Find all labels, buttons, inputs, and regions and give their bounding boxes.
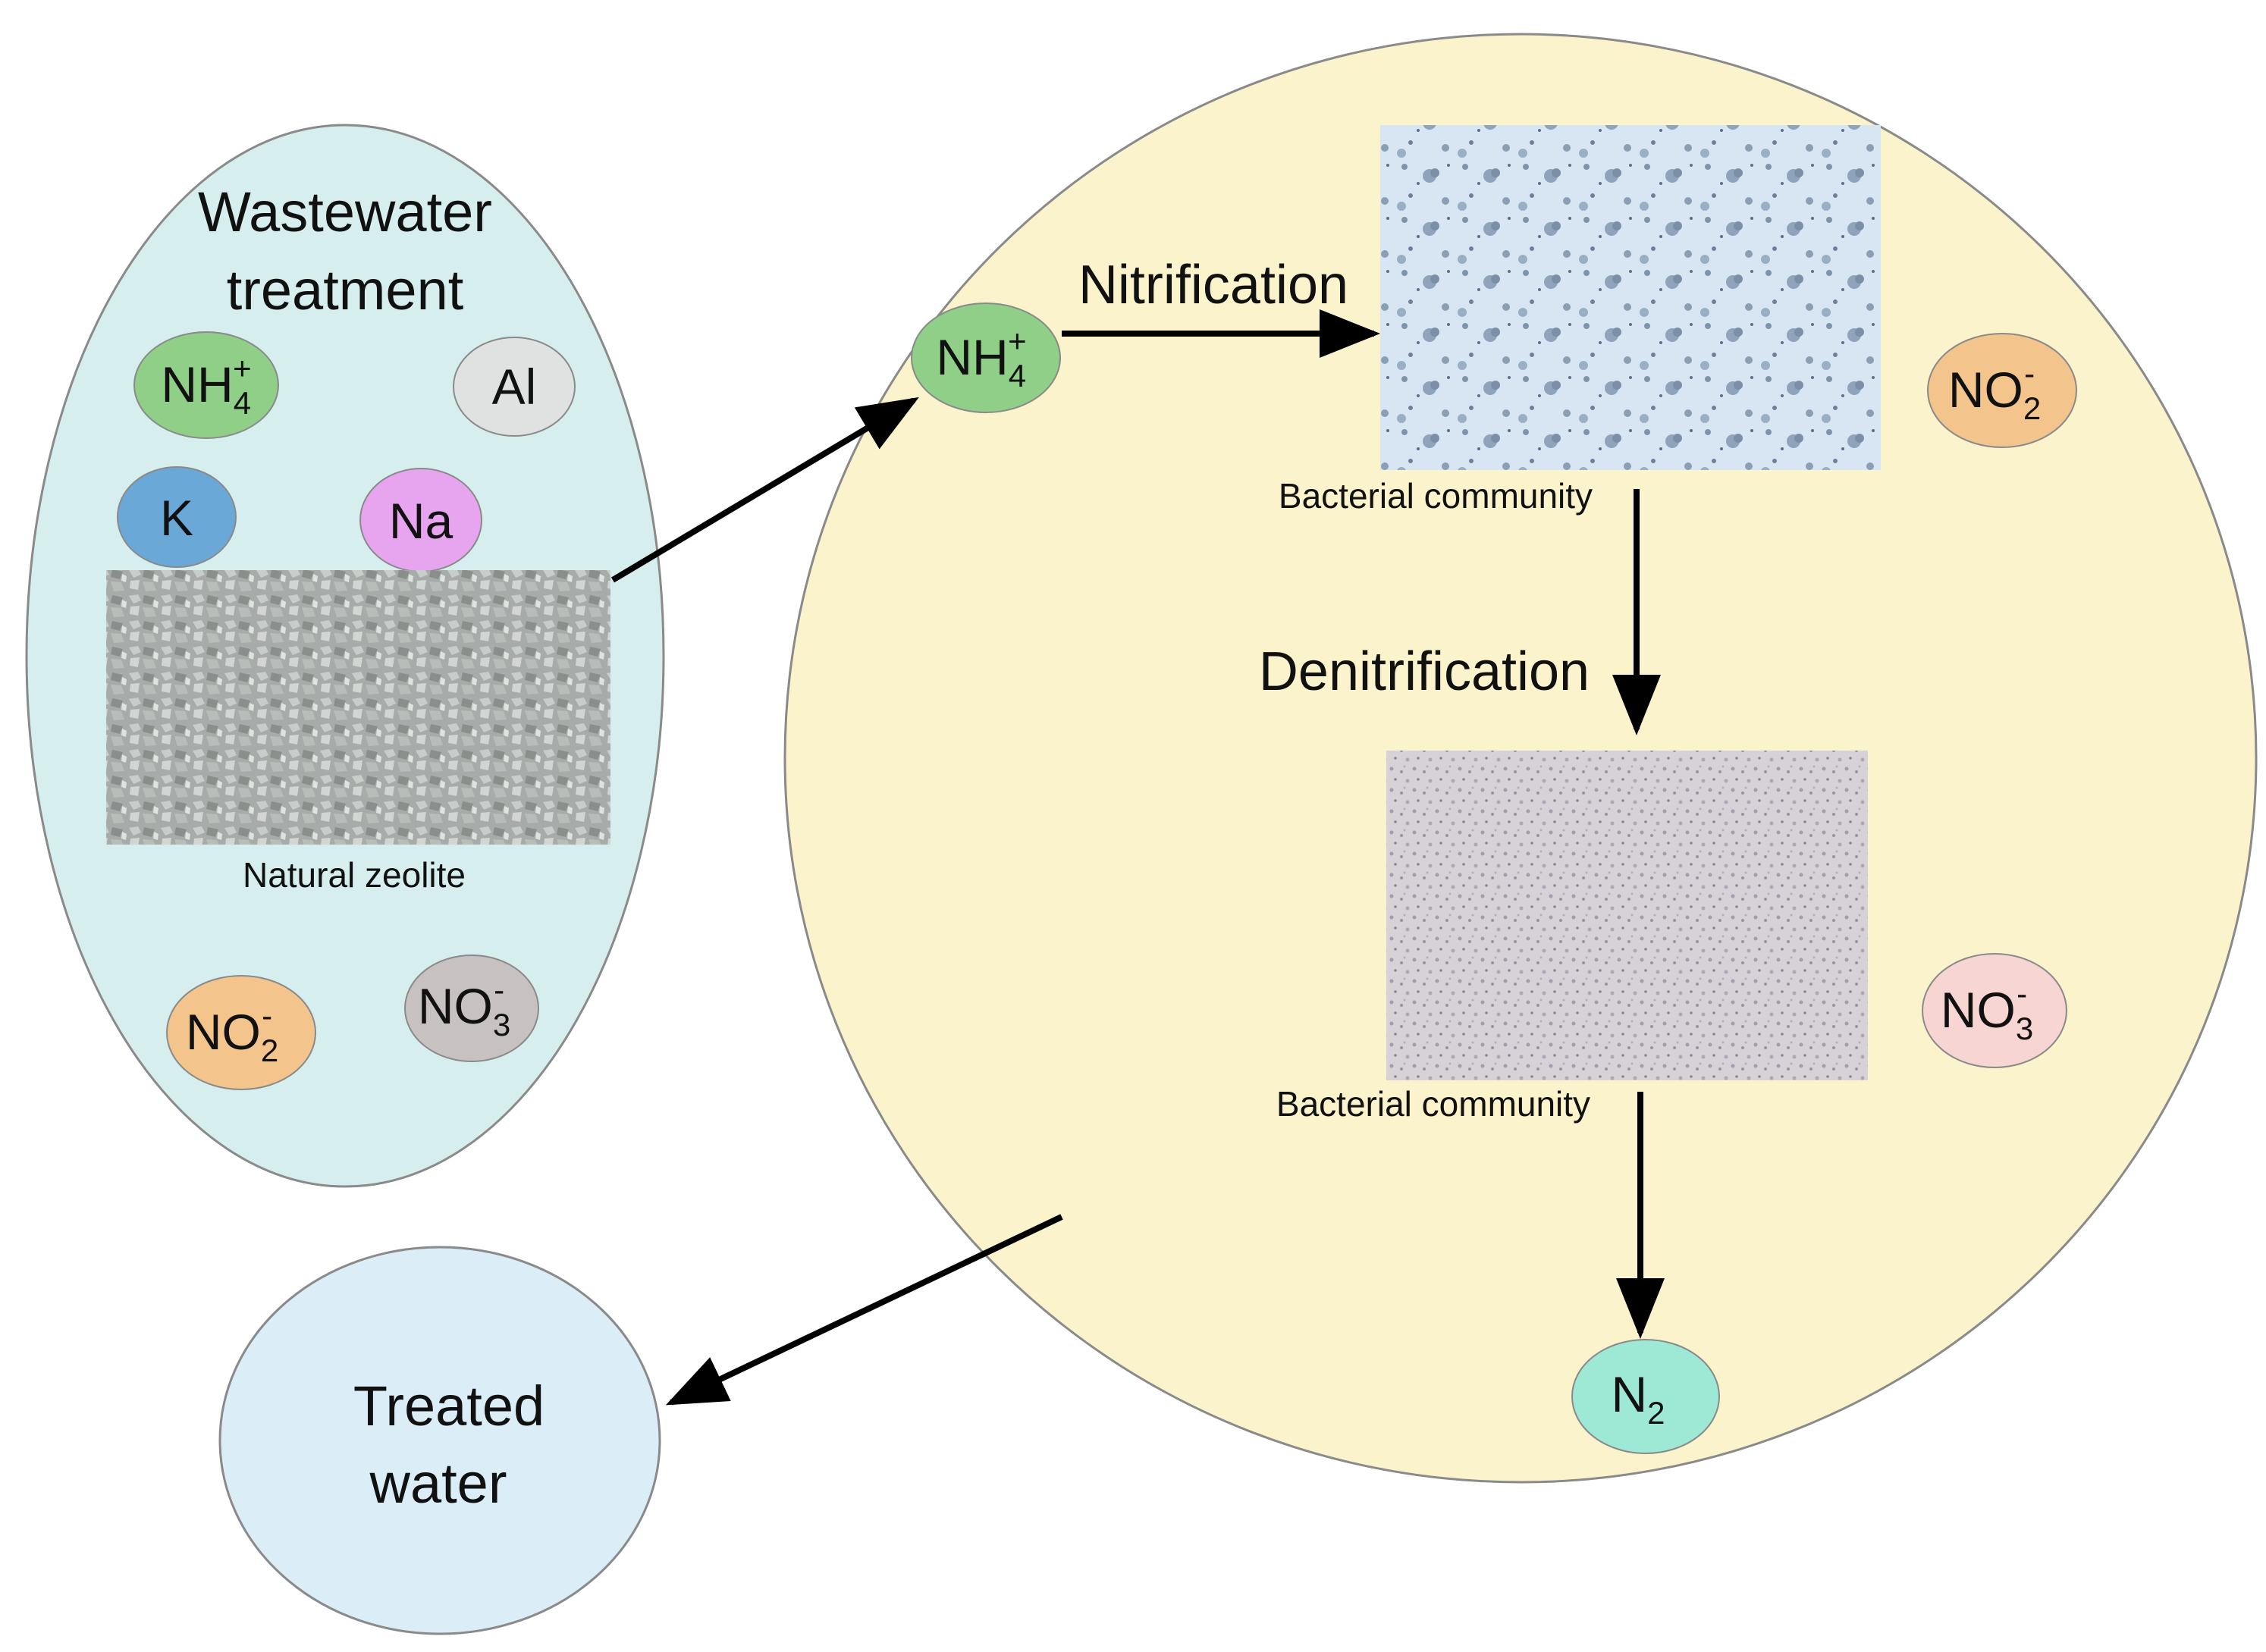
wastewater-no2-ion: NO2- (166, 975, 316, 1090)
natural-zeolite-caption: Natural zeolite (243, 855, 466, 895)
svg-text:NO2-: NO2- (186, 998, 278, 1068)
svg-text:Na: Na (389, 493, 454, 549)
wastewater-k-ion: K (117, 466, 237, 568)
wastewater-title-line1: Wastewater (198, 180, 492, 243)
natural-zeolite-image (106, 570, 610, 845)
svg-text:N2: N2 (1611, 1366, 1665, 1431)
bacterial-community-caption-1: Bacterial community (1279, 476, 1593, 516)
wastewater-na-ion: Na (359, 468, 482, 572)
svg-text:K: K (160, 490, 193, 546)
wastewater-title-line2: treatment (227, 259, 464, 321)
reactor-nh4-ion: NH4+ (911, 303, 1061, 413)
reactor-n2-gas: N2 (1571, 1339, 1720, 1454)
reactor-no2-ion: NO2- (1927, 333, 2077, 448)
svg-text:NO3-: NO3- (418, 972, 510, 1042)
denitrification-label: Denitrification (1259, 641, 1590, 702)
treated-water-line2: water (369, 1452, 507, 1515)
svg-text:NO2-: NO2- (1948, 356, 2041, 426)
svg-text:Al: Al (492, 359, 537, 415)
bacterial-community-image-2 (1386, 751, 1868, 1080)
treated-water-line1: Treated (353, 1375, 545, 1437)
treated-water-circle (218, 1246, 661, 1635)
nitrification-label: Nitrification (1078, 255, 1348, 315)
arrow-zeolite-to-nh4 (610, 397, 919, 583)
reactor-no3-ion: NO3- (1922, 953, 2067, 1068)
svg-text:NO3-: NO3- (1941, 976, 2033, 1046)
wastewater-no3-ion: NO3- (404, 955, 539, 1062)
svg-text:NH4+: NH4+ (936, 323, 1026, 393)
wastewater-nh4-ion: NH4+ (133, 331, 279, 439)
bacterial-community-image-1 (1380, 125, 1881, 470)
bacterial-community-caption-2: Bacterial community (1276, 1084, 1590, 1124)
arrow-to-treated-water (665, 1214, 1063, 1406)
wastewater-al-ion: Al (453, 337, 576, 437)
svg-text:NH4+: NH4+ (161, 350, 251, 421)
